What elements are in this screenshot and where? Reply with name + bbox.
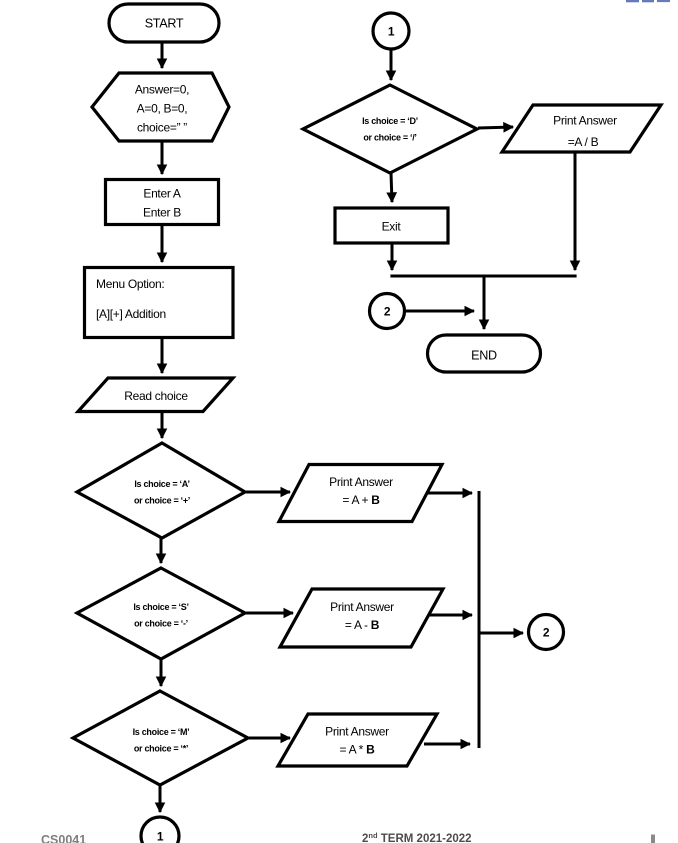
- menu-rect: [82, 265, 235, 340]
- exit-rect: [333, 206, 450, 245]
- connector-2-sub-label: 2: [384, 305, 391, 319]
- exit-label: Exit: [382, 220, 402, 234]
- print-add-line1: Print Answer: [329, 475, 393, 489]
- decision-add-diamond: [73, 441, 249, 540]
- menu-line1: Menu Option:: [96, 277, 164, 291]
- init-line1: Answer=0,: [135, 83, 189, 97]
- print-mul-line2: = A * B: [340, 743, 376, 757]
- print-div-line2: =A / B: [568, 135, 599, 149]
- decision-add-line2: or choice = ‘+’: [134, 496, 190, 506]
- flow-arrow: [477, 121, 515, 133]
- decision-div-diamond: [299, 83, 481, 175]
- read-choice-label: Read choice: [124, 389, 188, 403]
- input-line1: Enter A: [143, 187, 181, 201]
- print-mul-line1: Print Answer: [325, 725, 389, 739]
- end-terminator: [425, 333, 543, 374]
- start-terminator: [107, 2, 221, 44]
- connector-2-main: [526, 612, 566, 652]
- print-sub-parallelogram: [277, 587, 446, 649]
- flow-arrows: [154, 42, 581, 814]
- init-line3: choice=” ”: [137, 121, 187, 135]
- decision-sub-line2: or choice = ‘-’: [134, 619, 188, 629]
- menu-line2: [A][+] Addition: [96, 307, 166, 321]
- connector-2-main-label: 2: [543, 626, 550, 640]
- annotation-artifact: [626, 0, 670, 3]
- decision-mul-line1: Is choice = ‘M’: [133, 727, 190, 737]
- connector-2-sub: [367, 291, 407, 331]
- connector-1-top: [371, 11, 411, 51]
- print-sub-line2: = A - B: [345, 618, 380, 632]
- start-label: START: [145, 17, 184, 31]
- print-add-line2: = A + B: [342, 493, 380, 507]
- print-div-line1: Print Answer: [553, 114, 617, 128]
- input-rect: [103, 177, 221, 227]
- read-choice-parallelogram: [74, 376, 237, 414]
- decision-mul-line2: or choice = ‘*’: [134, 744, 188, 754]
- decision-div-line1: Is choice = ‘D’: [362, 116, 418, 126]
- end-label: END: [471, 349, 497, 363]
- decision-sub-line1: Is choice = ‘S’: [133, 602, 188, 612]
- flow-labels: START Answer=0, A=0, B=0, choice=” ” Ent…: [96, 17, 617, 843]
- input-line2: Enter B: [143, 206, 181, 220]
- print-add-parallelogram: [276, 462, 445, 524]
- print-mul-parallelogram: [275, 712, 440, 768]
- print-div-parallelogram: [499, 103, 664, 154]
- footer-term: 2nd TERM 2021-2022: [362, 831, 472, 843]
- connector-1-bottom-label: 1: [157, 830, 164, 843]
- flow-shapes: [69, 2, 664, 843]
- print-sub-line1: Print Answer: [330, 600, 394, 614]
- decision-add-line1: Is choice = ‘A’: [134, 479, 189, 489]
- init-line2: A=0, B=0,: [137, 102, 188, 116]
- decision-mul-diamond: [69, 689, 252, 787]
- footer-course-code: CS0041: [41, 833, 86, 843]
- decision-sub-diamond: [73, 566, 249, 661]
- decision-div-line2: or choice = ‘/’: [363, 133, 416, 143]
- flow-arrow: [386, 172, 398, 204]
- connector-1-bottom: [139, 815, 181, 843]
- init-hexagon: [89, 71, 231, 143]
- page-footer: CS0041 2nd TERM 2021-2022: [41, 831, 655, 843]
- page-number-fragment: [651, 834, 655, 843]
- connector-1-top-label: 1: [388, 25, 395, 39]
